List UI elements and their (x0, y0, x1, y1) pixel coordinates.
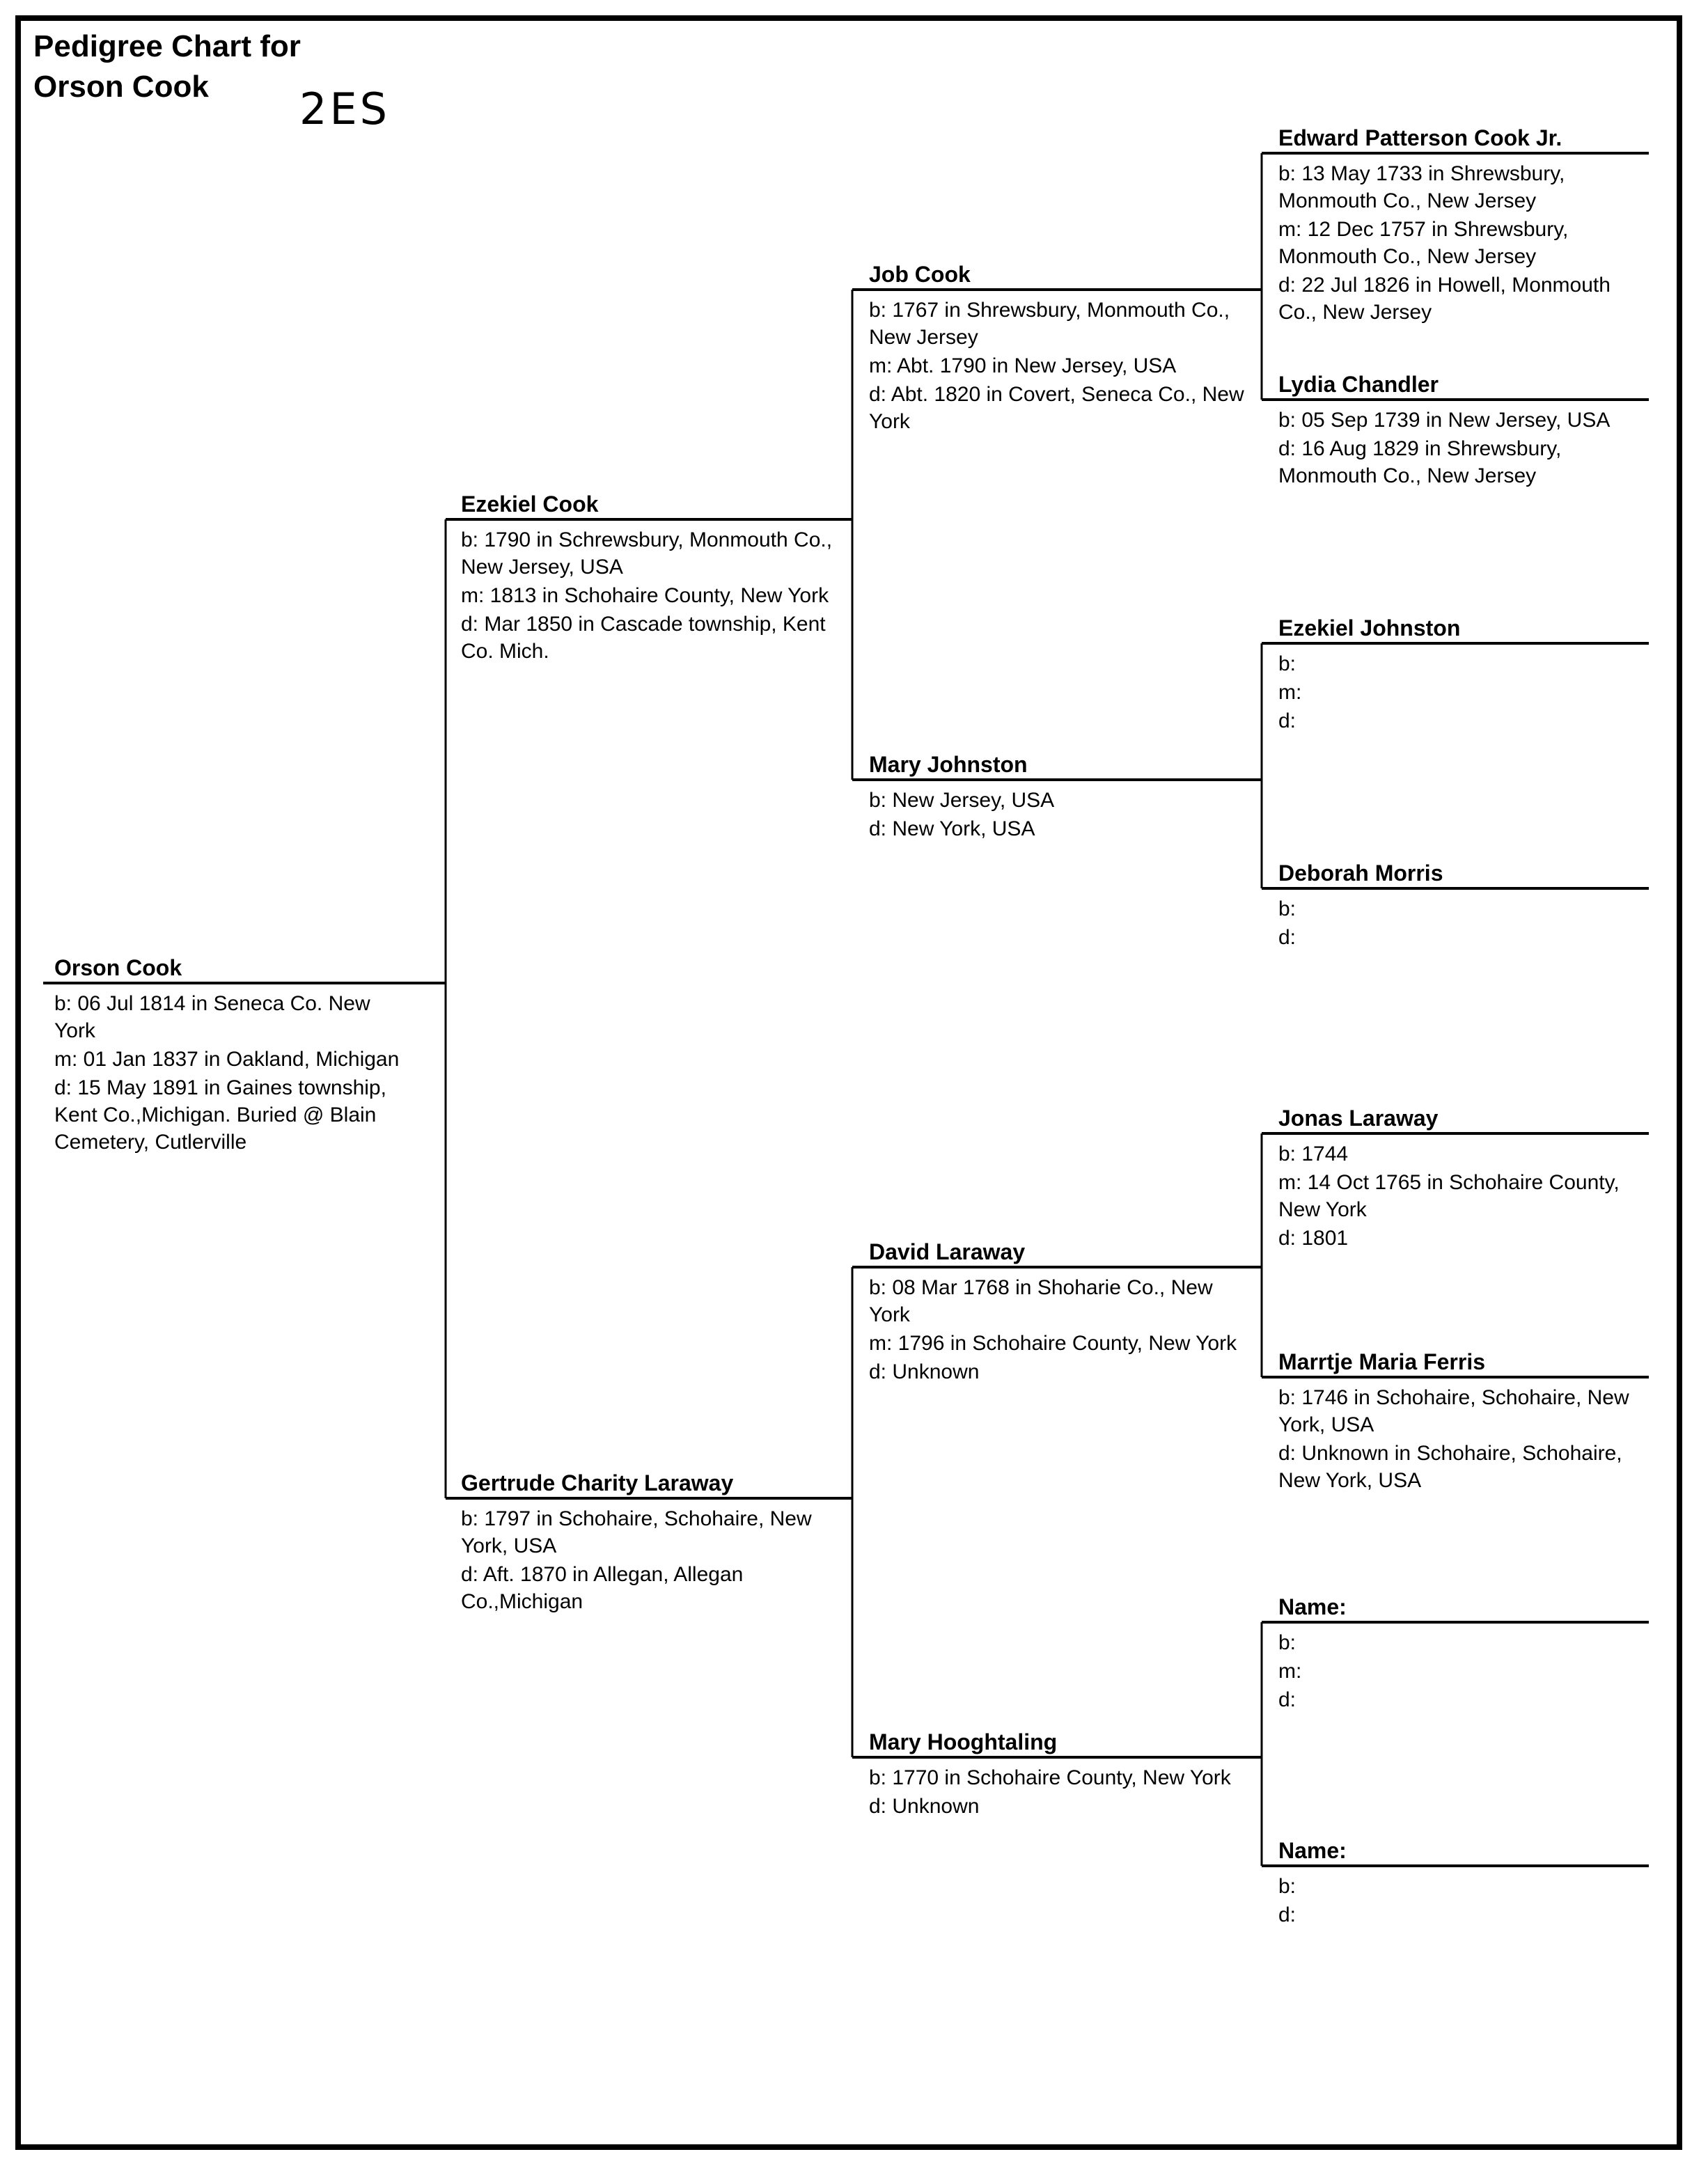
person-facts: b: d: (1278, 888, 1640, 951)
death-fact: d: (1278, 926, 1296, 949)
person-facts: b: 1746 in Schohaire, Schohaire, New Yor… (1278, 1377, 1640, 1494)
person-name: Ezekiel Cook (461, 492, 599, 517)
person-facts: b: 08 Mar 1768 in Shoharie Co., New York… (869, 1267, 1245, 1385)
birth-fact: b: 05 Sep 1739 in New Jersey, USA (1278, 409, 1611, 432)
person-deborah-morris: Deborah Morris b: d: (1278, 859, 1640, 952)
death-fact: d: 1801 (1278, 1227, 1349, 1250)
birth-fact: b: 1770 in Schohaire County, New York (869, 1766, 1231, 1789)
person-name: Edward Patterson Cook Jr. (1278, 125, 1562, 150)
death-fact: d: Aft. 1870 in Allegan, Allegan Co.,Mic… (461, 1563, 744, 1613)
birth-fact: b: (1278, 1875, 1296, 1898)
birth-fact: b: 13 May 1733 in Shrewsbury, Monmouth C… (1278, 162, 1565, 212)
death-fact: d: Unknown (869, 1360, 980, 1383)
birth-fact: b: 1790 in Schrewsbury, Monmouth Co., Ne… (461, 528, 833, 579)
title-line-1: Pedigree Chart for (33, 29, 301, 63)
death-fact: d: 22 Jul 1826 in Howell, Monmouth Co., … (1278, 274, 1611, 324)
person-david-laraway: David Laraway b: 08 Mar 1768 in Shoharie… (869, 1238, 1245, 1387)
birth-fact: b: New Jersey, USA (869, 789, 1055, 812)
birth-fact: b: (1278, 652, 1296, 675)
person-name: David Laraway (869, 1239, 1026, 1264)
person-mary-hooghtaling: Mary Hooghtaling b: 1770 in Schohaire Co… (869, 1728, 1245, 1821)
death-fact: d: (1278, 1688, 1296, 1711)
birth-fact: b: 08 Mar 1768 in Shoharie Co., New York (869, 1276, 1213, 1326)
page-title: Pedigree Chart for Orson Cook (33, 26, 301, 107)
person-facts: b: 05 Sep 1739 in New Jersey, USA d: 16 … (1278, 400, 1640, 489)
birth-fact: b: (1278, 1631, 1296, 1654)
marriage-fact: m: (1278, 1660, 1302, 1683)
person-name: Jonas Laraway (1278, 1106, 1439, 1131)
marriage-fact: m: Abt. 1790 in New Jersey, USA (869, 354, 1177, 377)
death-fact: d: (1278, 1903, 1296, 1926)
birth-fact: b: 1797 in Schohaire, Schohaire, New Yor… (461, 1507, 812, 1557)
marriage-fact: m: 1813 in Schohaire County, New York (461, 584, 829, 607)
person-name: Orson Cook (54, 955, 182, 980)
birth-fact: b: 1744 (1278, 1142, 1349, 1165)
birth-fact: b: 1746 in Schohaire, Schohaire, New Yor… (1278, 1386, 1629, 1436)
person-name: Name: (1278, 1838, 1347, 1863)
person-job-cook: Job Cook b: 1767 in Shrewsbury, Monmouth… (869, 260, 1245, 437)
person-lydia-chandler: Lydia Chandler b: 05 Sep 1739 in New Jer… (1278, 370, 1640, 491)
death-fact: d: Unknown (869, 1795, 980, 1818)
person-facts: b: 1770 in Schohaire County, New York d:… (869, 1757, 1245, 1820)
death-fact: d: 15 May 1891 in Gaines township, Kent … (54, 1076, 386, 1154)
marriage-fact: m: (1278, 681, 1302, 704)
page-border (15, 15, 1682, 2150)
person-facts: b: d: (1278, 1866, 1640, 1929)
person-facts: b: 1744 m: 14 Oct 1765 in Schohaire Coun… (1278, 1133, 1640, 1252)
marriage-fact: m: 14 Oct 1765 in Schohaire County, New … (1278, 1171, 1620, 1221)
person-name: Lydia Chandler (1278, 372, 1439, 397)
birth-fact: b: 1767 in Shrewsbury, Monmouth Co., New… (869, 299, 1230, 349)
person-name: Ezekiel Johnston (1278, 615, 1461, 641)
person-marrtje-maria-ferris: Marrtje Maria Ferris b: 1746 in Schohair… (1278, 1348, 1640, 1495)
person-ezekiel-cook: Ezekiel Cook b: 1790 in Schrewsbury, Mon… (461, 490, 837, 666)
person-facts: b: New Jersey, USA d: New York, USA (869, 780, 1245, 842)
death-fact: d: 16 Aug 1829 in Shrewsbury, Monmouth C… (1278, 437, 1562, 487)
person-gertrude-charity-laraway: Gertrude Charity Laraway b: 1797 in Scho… (461, 1469, 837, 1617)
person-name: Mary Johnston (869, 752, 1028, 777)
death-fact: d: (1278, 709, 1296, 732)
person-edward-patterson-cook-jr: Edward Patterson Cook Jr. b: 13 May 1733… (1278, 124, 1640, 327)
death-fact: d: Abt. 1820 in Covert, Seneca Co., New … (869, 383, 1244, 433)
person-facts: b: 13 May 1733 in Shrewsbury, Monmouth C… (1278, 153, 1640, 326)
person-name: Job Cook (869, 262, 971, 287)
marriage-fact: m: 1796 in Schohaire County, New York (869, 1332, 1237, 1355)
death-fact: d: New York, USA (869, 817, 1035, 840)
person-orson-cook: Orson Cook b: 06 Jul 1814 in Seneca Co. … (54, 954, 416, 1157)
person-facts: b: m: d: (1278, 1622, 1640, 1713)
person-facts: b: 1790 in Schrewsbury, Monmouth Co., Ne… (461, 519, 837, 665)
person-jonas-laraway: Jonas Laraway b: 1744 m: 14 Oct 1765 in … (1278, 1104, 1640, 1253)
person-mary-johnston: Mary Johnston b: New Jersey, USA d: New … (869, 751, 1245, 844)
birth-fact: b: (1278, 897, 1296, 920)
person-ezekiel-johnston: Ezekiel Johnston b: m: d: (1278, 614, 1640, 736)
person-facts: b: 1797 in Schohaire, Schohaire, New Yor… (461, 1498, 837, 1615)
person-facts: b: 06 Jul 1814 in Seneca Co. New York m:… (54, 983, 416, 1156)
person-name: Marrtje Maria Ferris (1278, 1349, 1486, 1374)
person-name: Mary Hooghtaling (869, 1729, 1058, 1754)
person-unknown-mother: Name: b: d: (1278, 1837, 1640, 1930)
person-facts: b: 1767 in Shrewsbury, Monmouth Co., New… (869, 290, 1245, 435)
death-fact: d: Unknown in Schohaire, Schohaire, New … (1278, 1442, 1622, 1492)
title-line-2: Orson Cook (33, 70, 209, 104)
handwritten-note: 2ES (299, 84, 390, 134)
marriage-fact: m: 01 Jan 1837 in Oakland, Michigan (54, 1048, 400, 1071)
marriage-fact: m: 12 Dec 1757 in Shrewsbury, Monmouth C… (1278, 218, 1569, 268)
person-facts: b: m: d: (1278, 643, 1640, 735)
birth-fact: b: 06 Jul 1814 in Seneca Co. New York (54, 992, 370, 1042)
person-name: Deborah Morris (1278, 861, 1443, 886)
person-unknown-father: Name: b: m: d: (1278, 1593, 1640, 1715)
person-name: Name: (1278, 1594, 1347, 1619)
death-fact: d: Mar 1850 in Cascade township, Kent Co… (461, 613, 826, 663)
person-name: Gertrude Charity Laraway (461, 1470, 734, 1495)
